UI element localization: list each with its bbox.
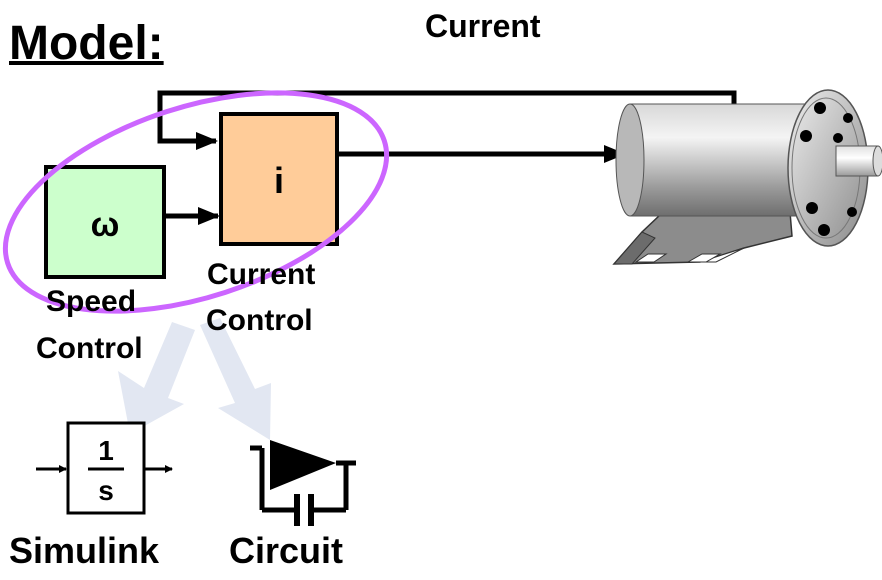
- speed-control-block: [44, 165, 166, 279]
- implementation-arrows: [118, 318, 271, 440]
- integrator-denominator: s: [98, 475, 114, 506]
- simulink-integrator-block: 1 s: [36, 421, 173, 515]
- motor-icon: [612, 89, 882, 265]
- speed-control-label-line1: Speed: [46, 285, 137, 318]
- integrator-numerator: 1: [98, 435, 114, 466]
- current-feedback-wire: [157, 90, 737, 150]
- current-control-label-line2: Control: [206, 304, 313, 337]
- arrow-to-simulink: [118, 322, 195, 434]
- speed-control-label-line2: Control: [36, 332, 143, 365]
- diagram-title: Model:: [9, 17, 164, 70]
- current-signal-label: Current: [425, 8, 541, 44]
- controller-highlight-ellipse: [2, 90, 390, 314]
- arrow-to-circuit: [200, 318, 271, 440]
- speed-control-symbol: ω: [91, 206, 120, 244]
- simulink-label: Simulink: [9, 530, 160, 571]
- current-control-symbol: i: [274, 160, 284, 201]
- circuit-integrator-symbol: [250, 440, 356, 526]
- circuit-label: Circuit: [229, 530, 344, 571]
- current-control-block: [219, 112, 339, 246]
- current-control-label-line1: Current: [207, 258, 316, 291]
